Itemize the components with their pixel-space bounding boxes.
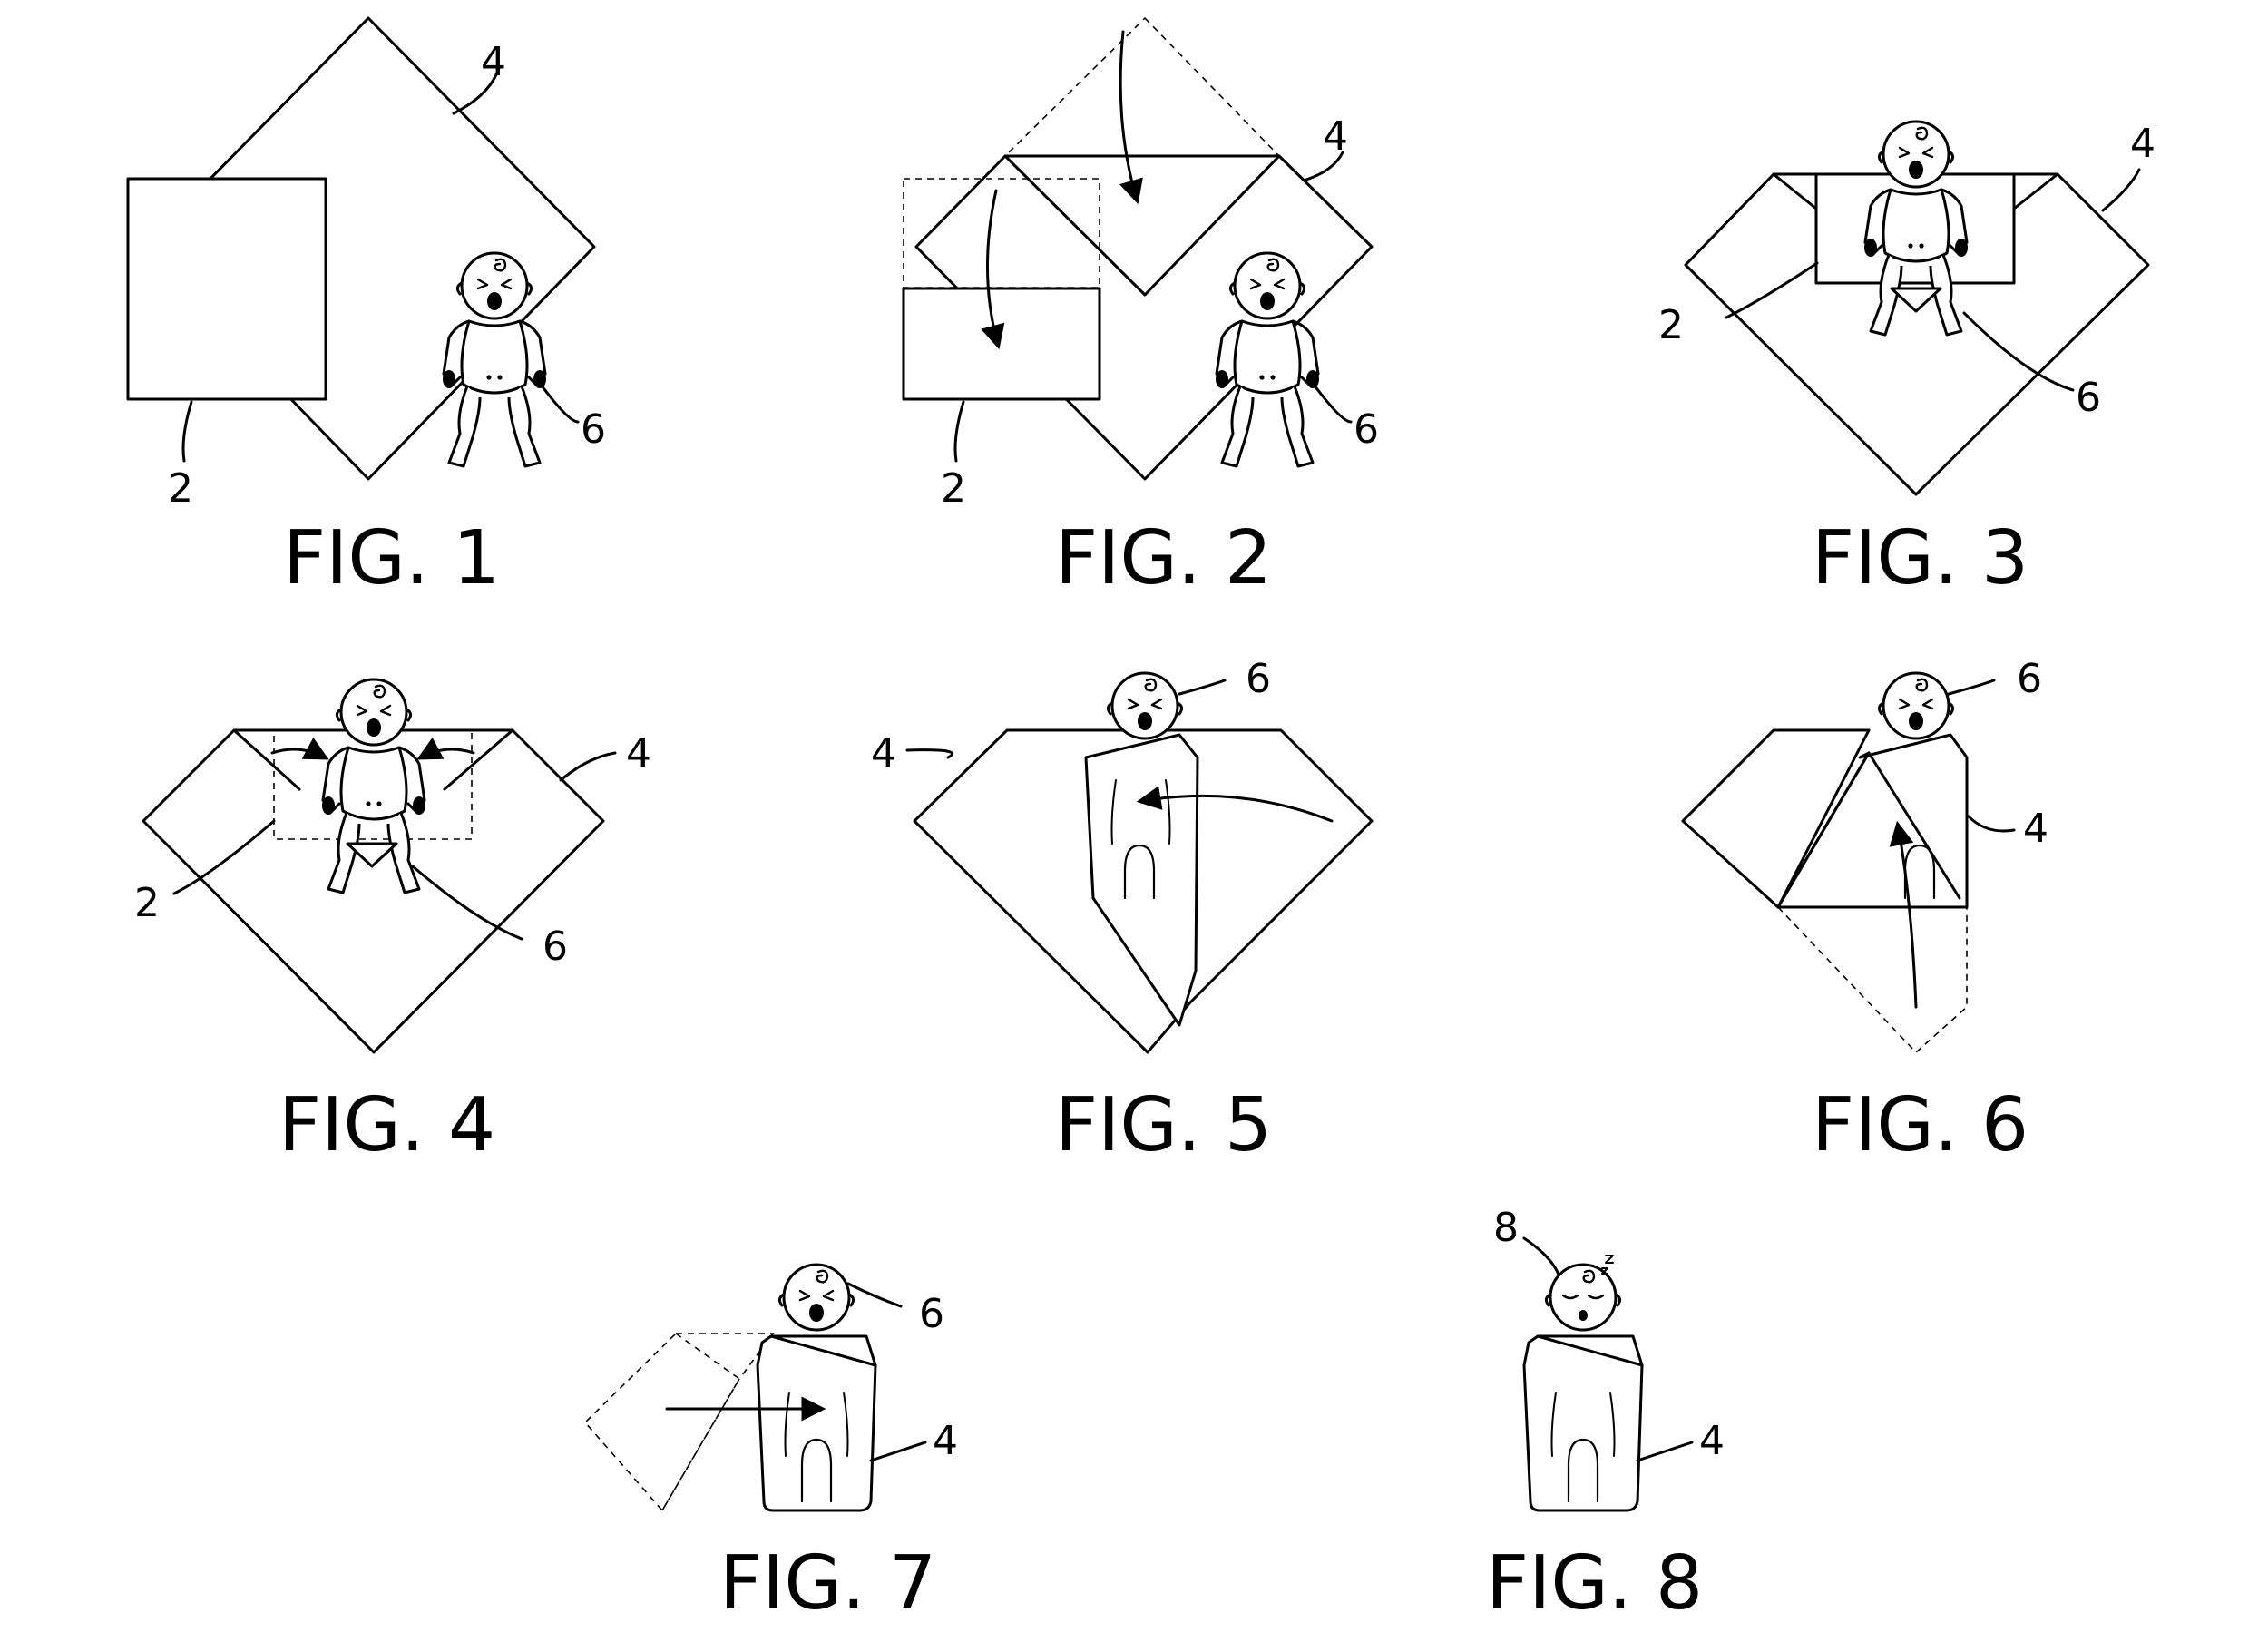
wrap-arrow <box>1136 786 1334 823</box>
ref-2: 2 <box>1658 302 1684 348</box>
figure-4: 2 4 6 FIG. 4 <box>134 678 651 1168</box>
leader-line-2 <box>181 400 193 463</box>
leader-line-6 <box>1947 679 1996 696</box>
baby-head-icon <box>777 1263 855 1332</box>
ref-4: 4 <box>481 39 506 85</box>
figure-6: 6 4 FIG. 6 <box>1681 656 2048 1168</box>
leader-line-4 <box>869 1441 927 1462</box>
leader-line-2 <box>172 819 276 895</box>
leader-line-8 <box>1522 1236 1560 1276</box>
leader-line-4 <box>1636 1441 1694 1462</box>
insert-fold-arrow <box>981 189 1005 350</box>
fold-arrow <box>1119 30 1143 205</box>
ref-4: 4 <box>933 1418 958 1464</box>
figure-3: 2 4 6 FIG. 3 <box>1658 120 2156 601</box>
leader-line-4 <box>2101 168 2141 212</box>
figure-caption: FIG. 2 <box>1055 515 1272 601</box>
bottom-flap-outline <box>1777 906 1968 1054</box>
swaddled-baby <box>1522 1334 1644 1512</box>
figure-1: 2 4 6 FIG. 1 <box>126 16 606 601</box>
tuck-arrow-right <box>416 737 475 760</box>
figure-caption: FIG. 8 <box>1486 1540 1703 1627</box>
leader-line-4 <box>1967 815 2016 833</box>
ref-4: 4 <box>2130 121 2156 167</box>
leader-line-4 <box>452 66 501 115</box>
ref-2: 2 <box>134 880 160 926</box>
leader-line-6 <box>540 384 580 424</box>
figure-8: 8 4 FIG. 8 <box>1486 1205 1725 1627</box>
ref-4: 4 <box>1323 113 1348 160</box>
fold-up-arrow <box>1889 820 1918 1009</box>
figure-caption: FIG. 4 <box>279 1082 495 1168</box>
leader-line-2 <box>953 400 965 463</box>
figure-5: 6 4 FIG. 5 <box>871 656 1374 1168</box>
swaddle-blanket-left-flap <box>1681 728 1871 909</box>
folded-flap-outline <box>1003 16 1281 157</box>
ref-6: 6 <box>1354 406 1379 453</box>
leader-line-4 <box>1305 151 1344 181</box>
leader-line-6 <box>1313 384 1353 424</box>
leader-line-2 <box>1725 261 1819 319</box>
leader-line-6 <box>411 865 523 941</box>
swaddled-baby <box>756 1334 877 1512</box>
ref-6: 6 <box>2017 656 2042 702</box>
leader-line-6 <box>846 1282 903 1308</box>
fold-line <box>1003 154 1281 297</box>
figure-caption: FIG. 6 <box>1812 1082 2028 1168</box>
leader-line-6 <box>1962 311 2075 392</box>
ref-4: 4 <box>626 730 651 777</box>
figure-caption: FIG. 5 <box>1055 1082 1272 1168</box>
ref-4: 4 <box>1699 1418 1725 1464</box>
figure-2: 2 4 6 FIG. 2 <box>902 16 1379 601</box>
ref-6: 6 <box>1246 656 1271 702</box>
baby-head-icon <box>1106 671 1184 740</box>
leader-line-4 <box>905 748 954 759</box>
ref-2: 2 <box>168 465 193 512</box>
insert-panel <box>126 177 327 401</box>
ref-6: 6 <box>581 406 606 453</box>
ref-4: 4 <box>871 730 896 777</box>
figure-7: 6 4 FIG. 7 <box>583 1263 958 1627</box>
ref-6: 6 <box>2076 375 2101 421</box>
ref-6: 6 <box>543 923 568 970</box>
sleeping-baby-head <box>1544 1255 1622 1332</box>
figure-caption: FIG. 1 <box>283 515 500 601</box>
leader-line-6 <box>1178 679 1227 696</box>
tuck-arrow-left <box>270 737 329 760</box>
swaddle-blanket <box>142 16 596 481</box>
insert-panel <box>902 287 1101 401</box>
baby-head-icon <box>1877 671 1955 740</box>
ref-6: 6 <box>919 1291 944 1337</box>
figure-caption: FIG. 7 <box>719 1540 936 1627</box>
ref-8: 8 <box>1493 1205 1519 1251</box>
final-flap-outline <box>583 1333 775 1512</box>
wrap-flap-outline <box>1188 729 1374 1003</box>
ref-2: 2 <box>941 465 966 512</box>
figure-caption: FIG. 3 <box>1812 515 2028 601</box>
leader-line-4 <box>559 751 617 782</box>
ref-4: 4 <box>2023 806 2048 852</box>
